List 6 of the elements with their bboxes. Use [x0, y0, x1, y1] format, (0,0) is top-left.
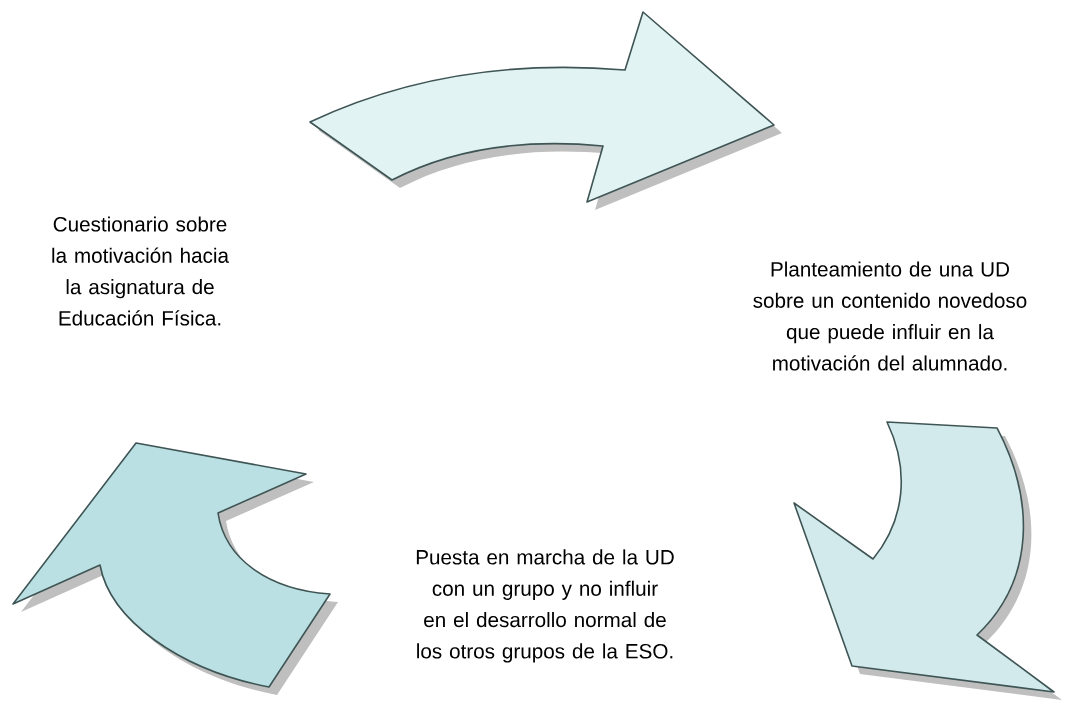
step-text: Cuestionario sobre la motivación hacia la asignatura de Educación Física.	[52, 216, 229, 326]
step-text: Puesta en marcha de la UD con un grupo y no influir en el desarrollo normal de los otros grupos de la ESO.	[416, 549, 674, 663]
block-arrow	[793, 421, 1062, 700]
block-arrow	[12, 442, 338, 695]
step-text: Planteamiento de una UD sobre un contenido novedoso que puede influir en la motivación del alumnado.	[753, 261, 1027, 371]
block-arrow	[309, 11, 782, 210]
